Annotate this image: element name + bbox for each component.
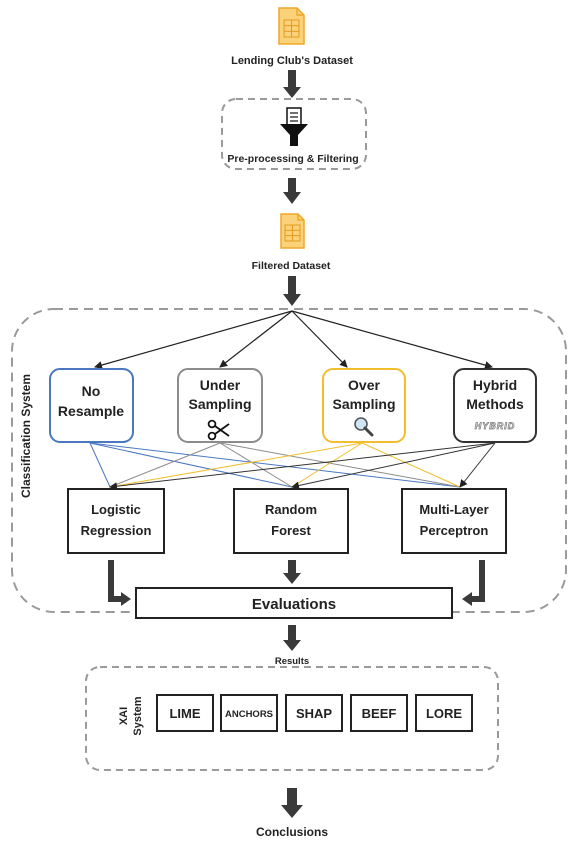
svg-text:Logistic: Logistic	[91, 502, 141, 517]
svg-text:Forest: Forest	[271, 523, 311, 538]
svg-text:SHAP: SHAP	[296, 706, 332, 721]
resample-line1: No	[82, 383, 101, 399]
evaluations-box: Evaluations	[135, 587, 453, 619]
elbow-arrow	[462, 560, 485, 606]
flow-arrow	[281, 788, 303, 818]
svg-text:XAI: XAI	[118, 707, 130, 725]
magnifier-icon	[354, 417, 374, 437]
dataset-label: Lending Club's Dataset	[231, 55, 353, 67]
random-forest-box: Random Forest	[233, 488, 349, 554]
resample-line2: Resample	[58, 403, 124, 419]
flow-arrow	[283, 70, 301, 98]
resample-line1: Over	[348, 377, 380, 393]
flow-arrow	[283, 560, 301, 584]
logistic-regression-box: Logistic Regression	[67, 488, 165, 554]
resample-line2: Sampling	[332, 396, 395, 412]
xai-method-shap: SHAP	[285, 694, 343, 732]
svg-text:Regression: Regression	[81, 523, 152, 538]
xai-system-label: XAI System	[118, 696, 144, 735]
flow-arrow	[283, 276, 301, 306]
xai-method-anchors: ANCHORS	[220, 694, 278, 732]
resample-line2: Sampling	[188, 396, 251, 412]
svg-text:ANCHORS: ANCHORS	[225, 709, 273, 720]
svg-text:Multi-Layer: Multi-Layer	[419, 502, 488, 517]
under-sampling-box: Under Sampling	[177, 368, 263, 443]
flow-arrow	[283, 625, 301, 651]
svg-text:BEEF: BEEF	[362, 706, 397, 721]
conclusions-label: Conclusions	[256, 825, 328, 839]
cross-connections	[89, 442, 496, 491]
filter-funnel-icon	[280, 107, 308, 146]
svg-text:LIME: LIME	[169, 706, 200, 721]
classification-system-label: Classification System	[19, 374, 33, 498]
filtered-file-icon	[280, 213, 305, 249]
svg-text:LORE: LORE	[426, 706, 462, 721]
xai-system-box	[85, 666, 499, 771]
svg-text:Evaluations: Evaluations	[252, 596, 336, 613]
hybrid-logo: HYBRID	[475, 421, 516, 431]
svg-text:System: System	[132, 696, 144, 735]
preprocessing-label: Pre-processing & Filtering	[227, 153, 358, 165]
resample-line1: Under	[200, 377, 241, 393]
results-label: Results	[275, 656, 309, 667]
elbow-arrow	[108, 560, 131, 606]
xai-method-lime: LIME	[156, 694, 214, 732]
scissors-icon	[207, 419, 230, 441]
xai-method-lore: LORE	[415, 694, 473, 732]
resample-line2: Methods	[466, 396, 524, 412]
resample-line1: Hybrid	[473, 377, 517, 393]
multi-layer-perceptron-box: Multi-Layer Perceptron	[401, 488, 507, 554]
filtered-dataset-label: Filtered Dataset	[252, 260, 331, 272]
fanout-arrows	[94, 310, 493, 369]
hybrid-methods-box: Hybrid Methods HYBRID	[453, 368, 537, 443]
lending-club-file-icon	[278, 7, 305, 45]
svg-text:Random: Random	[265, 502, 317, 517]
xai-method-beef: BEEF	[350, 694, 408, 732]
no-resample-box: No Resample	[49, 368, 134, 443]
flow-arrow	[283, 178, 301, 204]
svg-text:Perceptron: Perceptron	[420, 523, 489, 538]
over-sampling-box: Over Sampling	[322, 368, 406, 443]
preprocessing-box	[221, 98, 367, 170]
